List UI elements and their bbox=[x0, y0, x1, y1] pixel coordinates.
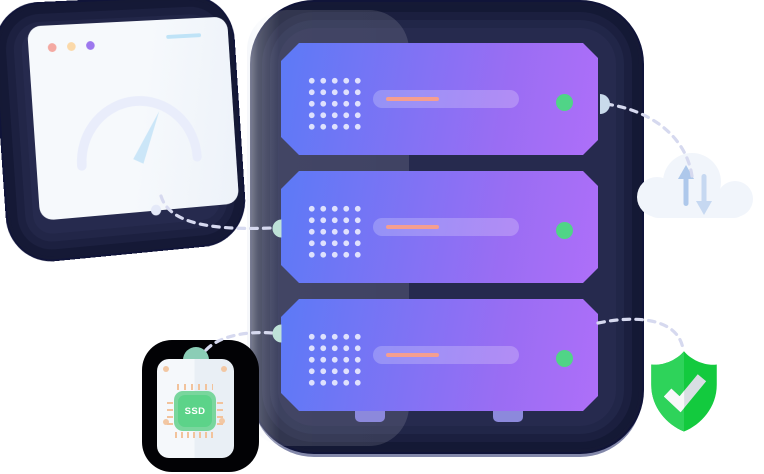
drive-bay bbox=[373, 218, 519, 236]
ssd-chip-icon: SSD bbox=[174, 391, 216, 431]
server-unit-3 bbox=[281, 299, 598, 411]
chip-pins-top bbox=[177, 384, 213, 390]
drive-bay bbox=[373, 90, 519, 108]
vent-dot-grid bbox=[305, 330, 364, 389]
gauge-needle-icon bbox=[130, 111, 163, 165]
shield-check-icon bbox=[651, 351, 717, 432]
server-unit-2 bbox=[281, 171, 598, 283]
screw-dot bbox=[163, 366, 169, 372]
download-arrow-icon bbox=[696, 174, 712, 215]
cloud-sync-icon bbox=[637, 153, 753, 218]
speedometer-gauge-icon bbox=[63, 68, 210, 180]
browser-window bbox=[26, 16, 240, 221]
ssd-chip-label: SSD bbox=[178, 395, 212, 427]
status-led bbox=[556, 350, 573, 367]
cloud-body bbox=[637, 153, 753, 218]
drive-bay bbox=[373, 346, 519, 364]
traffic-dot-yellow-icon bbox=[66, 41, 76, 52]
traffic-dot-purple-icon bbox=[85, 40, 95, 51]
address-bar-line bbox=[166, 33, 202, 39]
server-foot bbox=[493, 411, 523, 422]
vent-dot-grid bbox=[305, 202, 364, 261]
screw-dot bbox=[221, 366, 227, 372]
screw-dot bbox=[163, 419, 169, 425]
ssd-card: SSD bbox=[157, 359, 234, 458]
server-unit-1 bbox=[281, 43, 598, 155]
chip-pins-left bbox=[167, 397, 173, 425]
vent-dot-grid bbox=[305, 74, 364, 133]
drive-bay-accent-line bbox=[386, 97, 439, 101]
status-led bbox=[556, 94, 573, 111]
traffic-dot-red-icon bbox=[47, 42, 57, 53]
drive-bay-accent-line bbox=[386, 225, 439, 229]
browser-panel bbox=[0, 0, 247, 264]
chip-pins-bottom bbox=[175, 432, 215, 438]
server-foot bbox=[355, 411, 385, 422]
status-led bbox=[556, 222, 573, 239]
drive-bay-accent-line bbox=[386, 353, 439, 357]
chip-pins-right bbox=[217, 397, 223, 425]
